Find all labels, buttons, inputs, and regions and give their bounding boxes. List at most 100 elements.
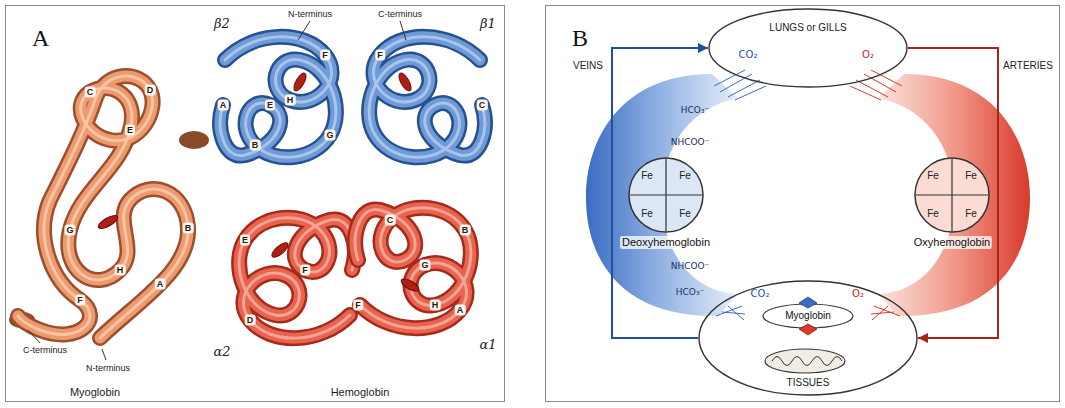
terminus-blob: [179, 131, 209, 149]
arterial-band: [850, 70, 1030, 320]
label-anchor: F: [75, 295, 85, 306]
helix-letter: H: [115, 265, 126, 276]
helix-letter: C: [477, 100, 488, 111]
label-anchor: B: [460, 225, 471, 236]
label-anchor: CO₂: [751, 288, 770, 300]
ribbon-outline: [220, 37, 336, 158]
subunit-label: β2: [214, 17, 230, 32]
label-anchor: HCO₃⁻: [676, 287, 705, 297]
iron-label: Fe: [927, 170, 939, 182]
label-anchor: C: [385, 215, 396, 226]
label-anchor: A: [155, 279, 166, 290]
label-anchor: O₂: [862, 49, 874, 61]
subunit-divider: [630, 159, 702, 231]
label-anchor: O₂: [852, 288, 864, 300]
chemical-label: HCO₃⁻: [681, 105, 710, 115]
helix-letter: G: [419, 260, 430, 271]
helix-letter: B: [183, 223, 194, 234]
terminus-label: C-terminus: [23, 345, 67, 355]
terminus-label: N-terminus: [288, 9, 332, 19]
molecule-name: Oxyhemoglobin: [912, 236, 992, 249]
helix-letter: H: [285, 95, 296, 106]
label-anchor: NHCOO⁻: [671, 137, 710, 147]
label-anchor: D: [145, 85, 156, 96]
panel-letter: B: [572, 26, 1033, 50]
molecule-name: Myoglobin: [785, 310, 831, 322]
chemical-label: HCO₃⁻: [676, 287, 705, 297]
iron-label: Fe: [927, 208, 939, 220]
label-anchor: F: [353, 300, 363, 311]
leader-line: [298, 21, 310, 40]
tissue-oval: MyoglobinTISSUES: [698, 280, 918, 396]
ribbon-highlight: [355, 208, 471, 329]
helix-letter: E: [240, 235, 250, 246]
vein-band: [586, 74, 738, 316]
label-anchor: C-terminus: [378, 9, 422, 19]
subunit-label: β1: [480, 17, 496, 32]
organ-name: TISSUES: [787, 377, 830, 389]
oxy-diamond: [799, 324, 817, 335]
label-anchor: C: [477, 100, 488, 111]
label-anchor: HCO₃⁻: [681, 105, 710, 115]
ribbon-body: [239, 218, 355, 339]
label-anchor: F: [300, 265, 310, 276]
helix-letter: C: [85, 87, 96, 98]
oval-outline: [699, 281, 917, 395]
ribbon-outline: [18, 76, 188, 338]
fiber-line: [728, 80, 760, 97]
node-outline: [708, 8, 908, 88]
label-anchor: H: [285, 95, 296, 106]
helix-letter: F: [75, 295, 85, 306]
ribbon-body: [369, 37, 485, 158]
label-anchor: D: [245, 315, 256, 326]
label-anchor: A: [455, 305, 466, 316]
label-anchor: G: [419, 260, 430, 271]
mitochondrion: [765, 349, 845, 373]
label-anchor: β2: [214, 17, 230, 32]
beta-subunit: [369, 37, 485, 158]
fiber-line: [872, 306, 888, 320]
ribbon-highlight: [369, 37, 485, 158]
beta-subunit: [220, 37, 336, 158]
label-anchor: H: [115, 265, 126, 276]
fiber-line: [856, 80, 888, 97]
helix-letter: F: [300, 265, 310, 276]
gas-label: O₂: [862, 49, 874, 61]
label-anchor: NHCOO⁻: [671, 261, 710, 271]
helix-letter: E: [265, 100, 275, 111]
lung-oval: LUNGS or GILLS: [708, 8, 908, 88]
label-anchor: Myoglobin: [70, 386, 120, 399]
label-anchor: ARTERIES: [1003, 60, 1053, 72]
ribbon-body: [355, 208, 471, 329]
helix-letter: C: [385, 215, 396, 226]
fiber-line: [864, 74, 896, 92]
iron-grid: FeFeFeFe: [914, 157, 990, 233]
myoglobin-ribbon: [9, 76, 209, 360]
fiber-line: [735, 86, 766, 100]
label-anchor: G: [324, 130, 335, 141]
label-anchor: VEINS: [573, 60, 603, 72]
caption-anchor: Oxyhemoglobin: [912, 236, 992, 249]
heme-group: [399, 277, 420, 294]
label-anchor: C-terminus: [23, 345, 67, 355]
label-anchor: E: [125, 125, 135, 136]
fiber-line: [720, 74, 752, 92]
helix-letter: D: [245, 315, 256, 326]
fiber-line: [722, 312, 745, 314]
ribbon-highlight: [220, 37, 336, 158]
iron-label: Fe: [679, 208, 691, 220]
label-anchor: N-terminus: [288, 9, 332, 19]
iron-label: Fe: [965, 208, 977, 220]
heme-group: [270, 241, 290, 260]
deoxy-diamond: [799, 297, 817, 308]
helix-letter: H: [430, 300, 441, 311]
chemical-label: NHCOO⁻: [671, 137, 710, 147]
circle-outline: [915, 158, 989, 232]
figure-caption: Hemoglobin: [331, 386, 390, 399]
gas-label: CO₂: [751, 288, 770, 300]
hemoglobin-circle: FeFeFeFeDeoxyhemoglobin: [628, 157, 704, 233]
gas-label: CO₂: [739, 49, 758, 61]
ribbon-outline: [239, 218, 355, 339]
